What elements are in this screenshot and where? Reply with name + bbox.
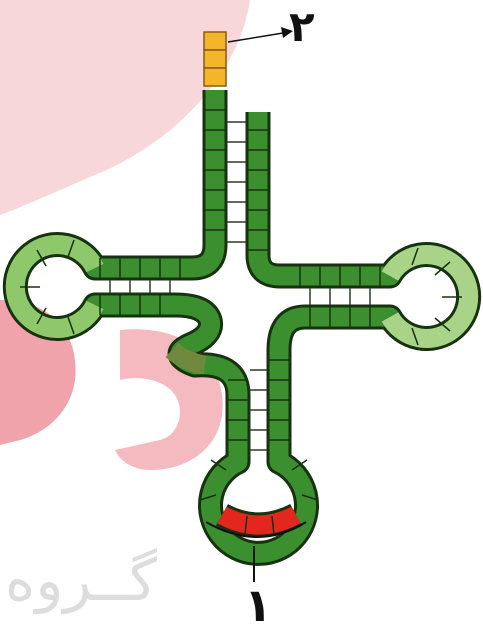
anticodon-fill <box>222 515 296 525</box>
watermark-text: گــروه <box>5 546 157 615</box>
label-number-2: ٢ <box>289 6 315 48</box>
acceptor-end <box>204 32 226 86</box>
label-number-1: ١ <box>244 582 272 628</box>
